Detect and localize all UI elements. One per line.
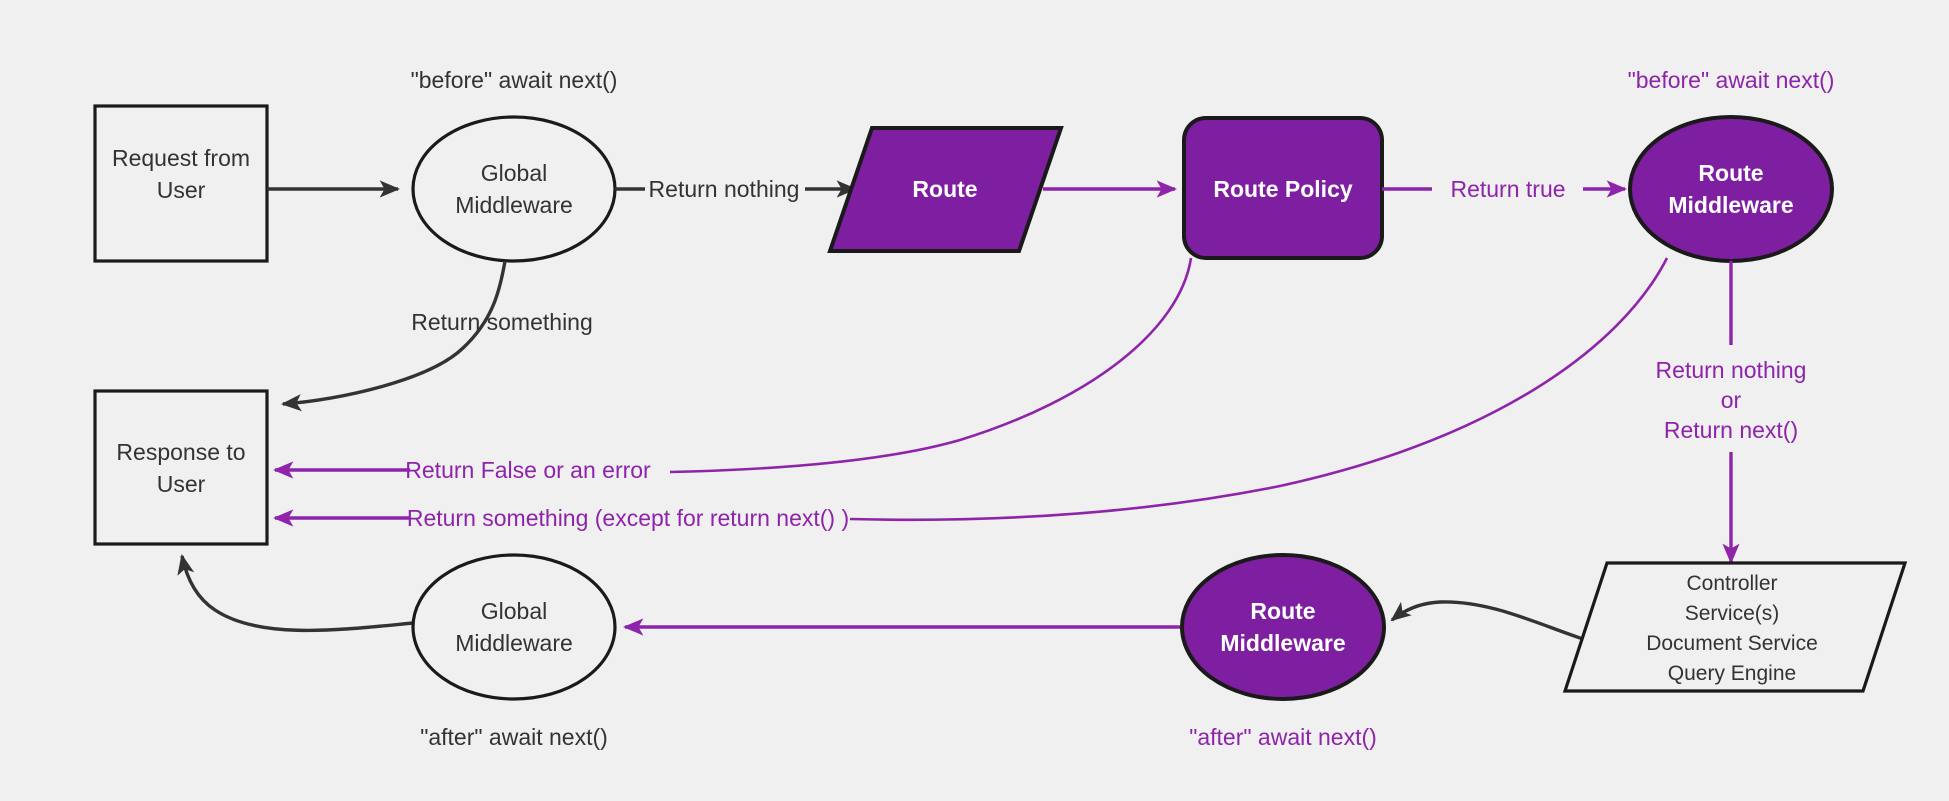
node-global-middleware-bottom-line2: Middleware [455, 630, 573, 656]
node-route-policy-label: Route Policy [1213, 176, 1353, 202]
node-route-middleware-top-line2: Middleware [1668, 192, 1793, 218]
edge-label-return-nothing-or-next-line1: Return nothing [1656, 357, 1807, 383]
edge-label-return-nothing-or-next-line3: Return next() [1664, 417, 1798, 443]
node-route: Route [827, 126, 1064, 253]
annotation-after-await-next-route: "after" await next() [1189, 724, 1377, 750]
annotation-before-await-next-global: "before" await next() [411, 67, 618, 93]
node-global-middleware-top-line2: Middleware [455, 192, 573, 218]
node-controller-stack-line-2: Service(s) [1685, 602, 1780, 625]
node-global-middleware-top-line1: Global [481, 160, 547, 186]
node-controller-stack-line-4: Query Engine [1668, 662, 1796, 685]
edge-global-middleware-bottom-to-response [177, 554, 414, 633]
node-route-policy: Route Policy [1182, 116, 1384, 260]
node-route-middleware-top: Route Middleware [1628, 115, 1834, 263]
node-route-middleware-bottom-line2: Middleware [1220, 630, 1345, 656]
edge-label-return-nothing: Return nothing [649, 176, 800, 202]
node-response-to-user-line1: Response to [116, 439, 245, 465]
node-route-middleware-bottom-line1: Route [1250, 598, 1315, 624]
edge-route-policy-return-false-curve [669, 257, 1193, 474]
edge-label-return-true: Return true [1450, 176, 1565, 202]
edge-controller-to-route-middleware-bottom [1390, 600, 1587, 642]
node-route-label: Route [912, 176, 977, 202]
node-route-middleware-top-line1: Route [1698, 160, 1763, 186]
node-response-to-user-line2: User [157, 471, 206, 497]
node-request-from-user-line1: Request from [112, 145, 250, 171]
edge-label-return-false-or-error: Return False or an error [405, 457, 651, 483]
node-request-from-user-line2: User [157, 177, 206, 203]
edge-global-middleware-return-something [280, 260, 507, 412]
node-route-middleware-bottom: Route Middleware [1180, 553, 1386, 701]
node-controller-stack-line-3: Document Service [1646, 632, 1818, 655]
node-controller-stack: Controller Service(s) Document Service Q… [1562, 561, 1908, 693]
node-controller-stack-line-1: Controller [1686, 572, 1777, 595]
edge-route-middleware-return-something-curve [849, 257, 1669, 522]
node-request-from-user: Request from User [93, 104, 269, 263]
edge-label-return-something-except-next: Return something (except for return next… [407, 505, 849, 531]
node-response-to-user: Response to User [93, 389, 269, 546]
node-global-middleware-bottom-line1: Global [481, 598, 547, 624]
annotation-before-await-next-route: "before" await next() [1628, 67, 1835, 93]
node-global-middleware-top: Global Middleware [411, 115, 617, 263]
node-global-middleware-bottom: Global Middleware [411, 553, 617, 701]
edge-label-return-nothing-or-next-line2: or [1721, 387, 1742, 413]
edge-label-return-something: Return something [411, 309, 593, 335]
annotation-after-await-next-global: "after" await next() [420, 724, 608, 750]
